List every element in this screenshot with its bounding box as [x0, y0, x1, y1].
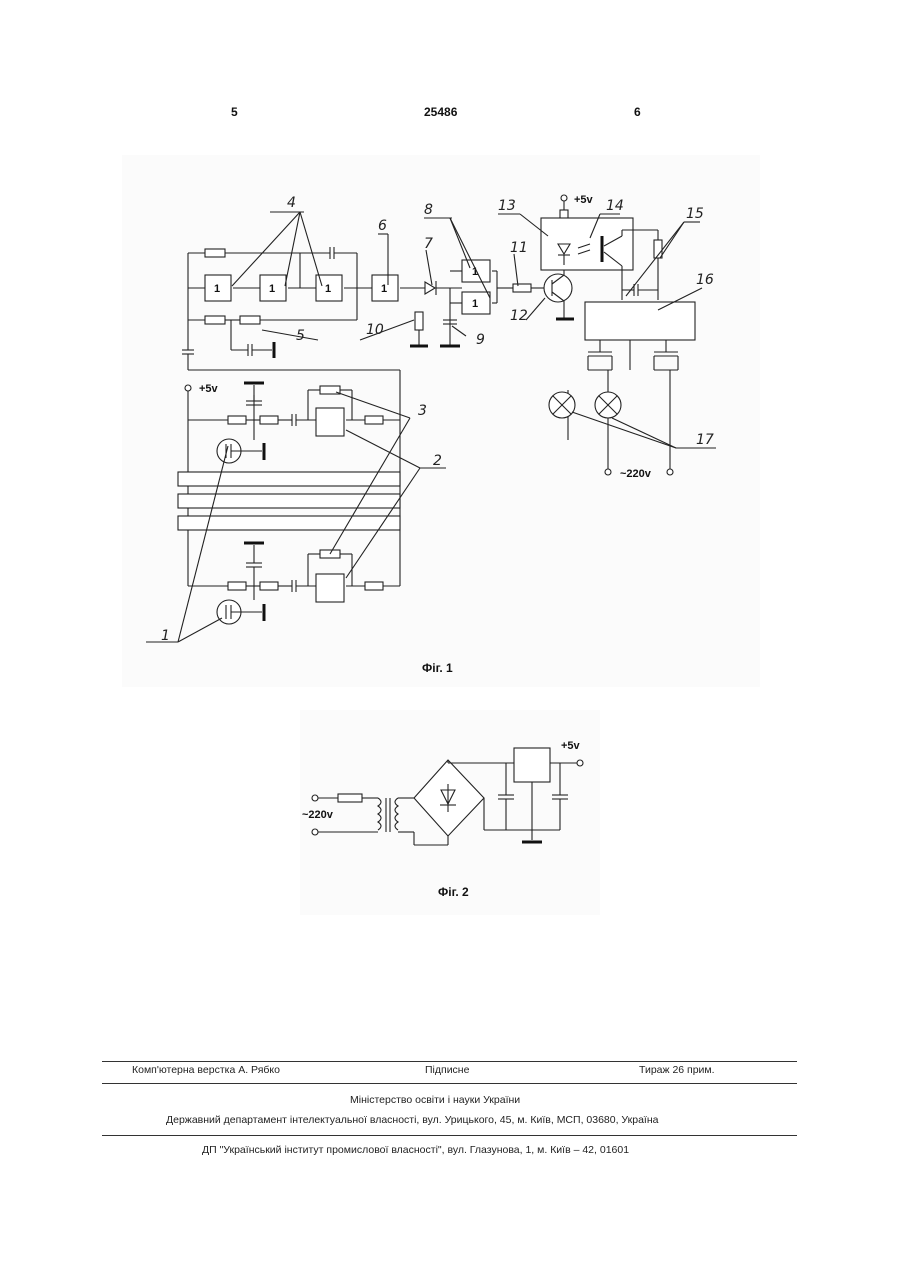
figure-1-caption: Фіг. 1	[422, 661, 453, 675]
gate-label: 1	[214, 283, 220, 295]
footer-circulation: Тираж 26 прим.	[639, 1064, 715, 1076]
footer-ministry: Міністерство освіти і науки України	[350, 1094, 520, 1106]
footer-typesetting: Комп'ютерна верстка А. Рябко	[132, 1064, 280, 1076]
ref-label: 12	[510, 308, 528, 324]
ref-label: 4	[287, 195, 296, 211]
footer-institute: ДП "Український інститут промислової вла…	[202, 1144, 629, 1156]
footer-department: Державний департамент інтелектуальної вл…	[166, 1114, 658, 1126]
ref-label: 3	[418, 403, 427, 419]
gate-label: 1	[472, 298, 478, 310]
gate-label: 1	[325, 283, 331, 295]
ref-label: 16	[696, 272, 714, 288]
ref-label: 7	[424, 236, 433, 252]
mains-label: ~220v	[620, 468, 652, 480]
ref-label: 11	[510, 240, 528, 256]
ref-label: 17	[696, 432, 714, 448]
footer-rule-top	[102, 1061, 797, 1062]
ref-label: 15	[686, 206, 704, 222]
footer-rule-bottom	[102, 1135, 797, 1136]
ref-label: 13	[498, 198, 516, 214]
ref-label: 8	[424, 202, 433, 218]
fig2-supply-label: +5v	[561, 740, 581, 752]
figure-2-caption: Фіг. 2	[438, 885, 469, 899]
supply-label-5v: +5v	[574, 194, 594, 206]
ref-label: 6	[378, 218, 387, 234]
ref-label: 5	[296, 328, 305, 344]
footer-rule-middle	[102, 1083, 797, 1084]
ref-label: 10	[366, 322, 384, 338]
ref-label: 2	[433, 453, 442, 469]
ref-label: 1	[161, 628, 170, 644]
gate-label: 1	[381, 283, 387, 295]
ref-label: 9	[476, 332, 485, 348]
footer-signed: Підписне	[425, 1064, 469, 1076]
gate-label: 1	[269, 283, 275, 295]
supply-label-5v-2: +5v	[199, 383, 219, 395]
ref-label: 14	[606, 198, 624, 214]
fig2-mains-label: ~220v	[302, 809, 334, 821]
